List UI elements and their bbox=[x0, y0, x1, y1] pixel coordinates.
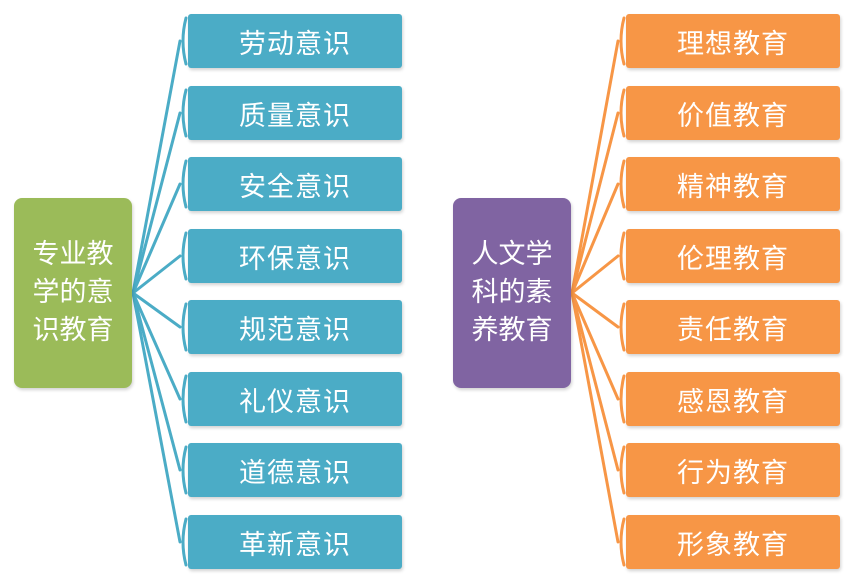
root-node-humanities-literacy: 人文学 科的素 养教育 bbox=[453, 198, 571, 388]
branch-node-image-education: 形象教育 bbox=[626, 515, 840, 569]
branch-node-innovation-awareness: 革新意识 bbox=[188, 515, 402, 569]
root-label-line: 识教育 bbox=[32, 315, 114, 346]
right-connector-line bbox=[570, 291, 626, 424]
left-connector-line bbox=[131, 88, 188, 295]
left-connector-line bbox=[131, 231, 188, 295]
branch-node-safety-awareness: 安全意识 bbox=[188, 157, 402, 211]
right-connector-line bbox=[570, 159, 626, 295]
root-label-line: 人文学 bbox=[471, 239, 553, 270]
right-connector-line bbox=[570, 231, 626, 295]
branch-node-morality-awareness: 道德意识 bbox=[188, 443, 402, 497]
right-connector-line bbox=[570, 88, 626, 295]
branch-node-labor-awareness: 劳动意识 bbox=[188, 14, 402, 68]
left-connector-line bbox=[131, 291, 188, 424]
branch-node-environment-awareness: 环保意识 bbox=[188, 229, 402, 283]
branch-node-gratitude-education: 感恩教育 bbox=[626, 372, 840, 426]
branch-node-quality-awareness: 质量意识 bbox=[188, 86, 402, 140]
root-label-line: 科的素 bbox=[471, 277, 553, 308]
left-connector-line bbox=[131, 291, 188, 352]
right-connector-line bbox=[570, 291, 626, 495]
branch-node-responsibility-education: 责任教育 bbox=[626, 300, 840, 354]
root-node-professional-awareness: 专业教 学的意 识教育 bbox=[14, 198, 132, 388]
left-connector-group bbox=[131, 16, 188, 567]
right-connector-line bbox=[570, 291, 626, 352]
right-connector-group bbox=[570, 16, 626, 567]
left-connector-line bbox=[131, 291, 188, 495]
branch-node-norms-awareness: 规范意识 bbox=[188, 300, 402, 354]
branch-node-ideals-education: 理想教育 bbox=[626, 14, 840, 68]
left-connector-line bbox=[131, 159, 188, 295]
branch-node-ethics-education: 伦理教育 bbox=[626, 229, 840, 283]
root-label-line: 学的意 bbox=[32, 277, 114, 308]
branch-node-spirit-education: 精神教育 bbox=[626, 157, 840, 211]
left-connector-line bbox=[131, 16, 188, 295]
right-connector-line bbox=[570, 291, 626, 567]
right-connector-line bbox=[570, 16, 626, 295]
left-connector-line bbox=[131, 291, 188, 567]
branch-node-etiquette-awareness: 礼仪意识 bbox=[188, 372, 402, 426]
branch-node-behavior-education: 行为教育 bbox=[626, 443, 840, 497]
branch-node-values-education: 价值教育 bbox=[626, 86, 840, 140]
root-label-line: 专业教 bbox=[32, 239, 114, 270]
root-label-line: 养教育 bbox=[471, 315, 553, 346]
